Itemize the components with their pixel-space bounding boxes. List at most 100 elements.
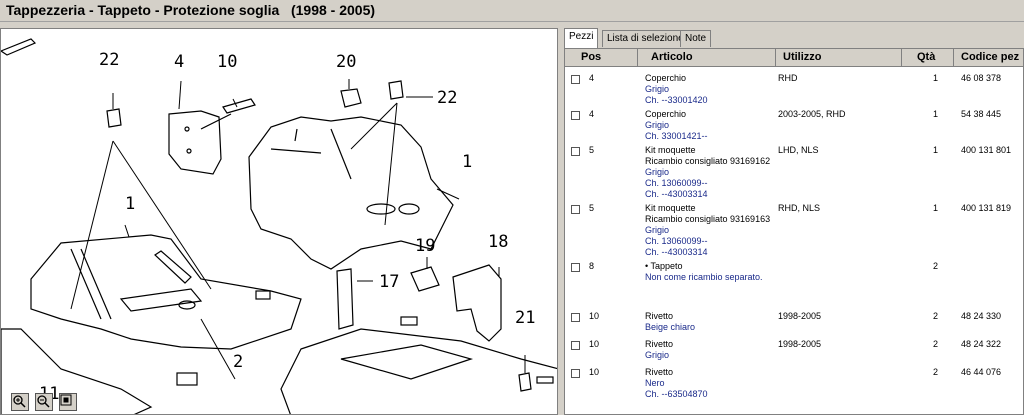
articolo-detail: Non come ricambio separato.	[645, 272, 763, 282]
zoom-fit-icon[interactable]	[59, 393, 77, 411]
cell-utilizzo: 2003-2005, RHD	[778, 109, 846, 119]
header-utilizzo[interactable]: Utilizzo	[783, 51, 822, 63]
articolo-detail: Ch. --33001420	[645, 95, 708, 105]
callout-17[interactable]: 17	[379, 272, 400, 292]
zoom-in-icon[interactable]	[11, 393, 29, 411]
row-checkbox[interactable]	[571, 205, 580, 214]
callout-2[interactable]: 2	[233, 352, 244, 372]
block-part-19	[410, 266, 440, 292]
cell-utilizzo: LHD, NLS	[778, 145, 819, 155]
cell-pos: 4	[589, 73, 595, 83]
callout-20[interactable]: 20	[336, 52, 357, 72]
cell-pos: 5	[589, 145, 595, 155]
cell-qta: 2	[933, 311, 939, 321]
callout-22-left[interactable]: 22	[99, 50, 120, 70]
cell-pos: 10	[589, 311, 600, 321]
header-pos[interactable]: Pos	[581, 51, 602, 63]
parts-drawing	[1, 38, 557, 414]
cell-codice: 400 131 819	[961, 203, 1012, 213]
floor-panel-right	[280, 328, 557, 414]
cover-part-4	[168, 110, 222, 175]
cell-utilizzo: 1998-2005	[778, 339, 822, 349]
floor-panel-left	[1, 328, 153, 414]
carpet-part-1-rear	[248, 116, 454, 270]
cell-qta: 2	[933, 367, 939, 377]
header-articolo[interactable]: Articolo	[651, 51, 693, 63]
header-qta[interactable]: Qtà	[917, 51, 936, 63]
articolo-detail: Ch. --43003314	[645, 247, 708, 257]
articolo-detail: Grigio	[645, 167, 670, 177]
row-checkbox[interactable]	[571, 263, 580, 272]
articolo-detail: Grigio	[645, 120, 670, 130]
callout-1-rear[interactable]: 1	[462, 152, 473, 172]
row-checkbox[interactable]	[571, 75, 580, 84]
callout-22-right[interactable]: 22	[437, 88, 458, 108]
row-checkbox[interactable]	[571, 111, 580, 120]
articolo-detail: Ch. 33001421--	[645, 131, 708, 141]
articolo-detail: Grigio	[645, 225, 670, 235]
tab-strip: Pezzi Lista di selezione Note	[564, 28, 1024, 48]
callout-21[interactable]: 21	[515, 308, 536, 328]
articolo-line: • Tappeto	[645, 261, 683, 271]
cell-qta: 2	[933, 261, 939, 271]
cell-qta: 1	[933, 73, 939, 83]
articolo-detail: Grigio	[645, 350, 670, 360]
callout-18[interactable]: 18	[488, 232, 509, 252]
exploded-parts-diagram[interactable]: 22 4 10 20 22 1 1 19 18 17 2 21 11	[0, 28, 558, 415]
row-checkbox[interactable]	[571, 341, 580, 350]
bolt-part-21	[518, 372, 532, 392]
zoom-out-icon[interactable]	[35, 393, 53, 411]
table-header: Pos Articolo Utilizzo Qtà Codice pez	[565, 49, 1023, 67]
articolo-detail: Grigio	[645, 84, 670, 94]
articolo-line: Coperchio	[645, 73, 687, 83]
callout-10[interactable]: 10	[217, 52, 238, 72]
callout-4[interactable]: 4	[174, 52, 185, 72]
articolo-line: Ricambio consigliato 93169163	[645, 214, 771, 224]
cell-utilizzo: RHD, NLS	[778, 203, 821, 213]
cell-codice: 48 24 322	[961, 339, 1002, 349]
cell-codice: 46 08 378	[961, 73, 1002, 83]
window-titlebar: Tappezzeria - Tappeto - Protezione sogli…	[0, 0, 1024, 22]
row-checkbox[interactable]	[571, 147, 580, 156]
sill-part-17	[336, 268, 354, 330]
window-title: Tappezzeria - Tappeto - Protezione sogli…	[6, 2, 376, 18]
fastener-part-22a	[106, 108, 122, 128]
articolo-detail: Ch. --63504870	[645, 389, 708, 399]
articolo-line: Rivetto	[645, 311, 674, 321]
articolo-detail: Ch. --43003314	[645, 189, 708, 199]
row-checkbox[interactable]	[571, 369, 580, 378]
tab-lista-di-selezione[interactable]: Lista di selezione	[602, 30, 689, 47]
fastener-part-22b	[388, 80, 404, 100]
cell-codice: 46 44 076	[961, 367, 1002, 377]
cell-utilizzo: RHD	[778, 73, 798, 83]
clip-part-20	[340, 88, 362, 108]
articolo-line: Ricambio consigliato 93169162	[645, 156, 771, 166]
callout-1-front[interactable]: 1	[125, 194, 136, 214]
cell-codice: 48 24 330	[961, 311, 1002, 321]
cell-codice: 400 131 801	[961, 145, 1012, 155]
header-codice[interactable]: Codice pez	[961, 51, 1020, 63]
cell-pos: 5	[589, 203, 595, 213]
articolo-detail: Ch. 13060099--	[645, 236, 708, 246]
articolo-detail: Nero	[645, 378, 665, 388]
cell-pos: 8	[589, 261, 595, 271]
cell-codice: 54 38 445	[961, 109, 1002, 119]
tab-note[interactable]: Note	[680, 30, 712, 47]
tab-pezzi[interactable]: Pezzi	[564, 28, 599, 48]
cell-pos: 4	[589, 109, 595, 119]
callout-19[interactable]: 19	[415, 236, 436, 256]
guard-part-18	[452, 264, 502, 342]
edge-part-shape	[1, 38, 37, 56]
articolo-line: Rivetto	[645, 339, 674, 349]
row-checkbox[interactable]	[571, 313, 580, 322]
cell-qta: 1	[933, 203, 939, 213]
cell-pos: 10	[589, 367, 600, 377]
articolo-detail: Ch. 13060099--	[645, 178, 708, 188]
rivet-part-10	[222, 98, 256, 114]
